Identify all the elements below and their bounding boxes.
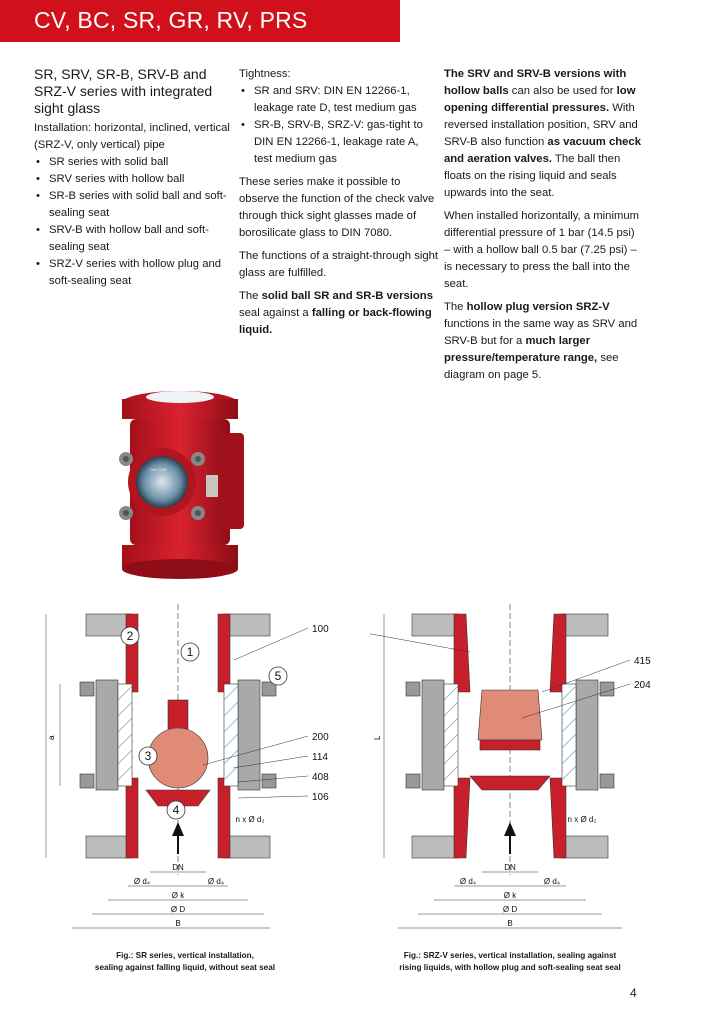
list-item: SR-B, SRV-B, SRZ-V: gas-tight to DIN EN … xyxy=(239,117,439,168)
figure-caption-2: Fig.: SRZ-V series, vertical installatio… xyxy=(399,951,621,972)
dim-k: Ø k xyxy=(172,891,185,900)
list-item: SRZ-V series with hollow plug and soft-s… xyxy=(34,256,234,290)
ref-100: 100 xyxy=(312,624,329,635)
page-header: CV, BC, SR, GR, RV, PRS xyxy=(0,0,400,42)
callout-5: 5 xyxy=(275,669,282,683)
callout-4-marker xyxy=(166,800,186,820)
dim-D: Ø D xyxy=(503,905,517,914)
figure-caption-1: Fig.: SR series, vertical installation, … xyxy=(94,951,276,972)
column-3: The SRV and SRV-B versions with hollow b… xyxy=(444,66,644,390)
paragraph: The solid ball SR and SR-B versions seal… xyxy=(239,290,433,336)
dim-L: L xyxy=(373,735,382,740)
list-item: SR-B series with solid ball and soft-sea… xyxy=(34,188,234,222)
paragraph: These series make it possible to observe… xyxy=(239,176,435,239)
dim-D: Ø D xyxy=(171,905,185,914)
photo-plate-text: DIN 7080 xyxy=(150,467,168,472)
ref-408: 408 xyxy=(312,772,329,783)
dim-a: a xyxy=(47,735,56,740)
ref-204: 204 xyxy=(634,680,651,691)
paragraph: The SRV and SRV-B versions with hollow b… xyxy=(444,68,641,199)
callout-4: 4 xyxy=(173,803,180,817)
installation-text: Installation: horizontal, inclined, vert… xyxy=(34,122,230,151)
dim-d4-right: Ø d₄ xyxy=(544,877,560,886)
list-item: SRV series with hollow ball xyxy=(34,171,234,188)
series-list: SR series with solid ball SRV series wit… xyxy=(34,154,234,290)
diagram-srz-v-series: 415 204 L DN Ø d₄ Ø d₄ Ø k Ø D B n x Ø d… xyxy=(337,600,670,940)
callout-3-marker xyxy=(138,746,158,766)
page-title: CV, BC, SR, GR, RV, PRS xyxy=(34,7,308,33)
dim-d4-left: Ø d₄ xyxy=(460,877,476,886)
list-item: SRV-B with hollow ball and soft-sealing … xyxy=(34,222,234,256)
ref-106: 106 xyxy=(312,792,329,803)
list-item: SR series with solid ball xyxy=(34,154,234,171)
diagram-sr-series: 1 2 3 4 5 100 200 114 408 106 a xyxy=(38,600,338,940)
callout-2-marker xyxy=(120,626,140,646)
page-number: 4 xyxy=(630,986,637,1000)
callout-3: 3 xyxy=(145,749,152,763)
dim-B: B xyxy=(507,919,512,928)
section-heading: SR, SRV, SR-B, SRV-B and SRZ-V series wi… xyxy=(34,66,213,116)
callout-2: 2 xyxy=(127,629,134,643)
dim-nd2: n x Ø d₂ xyxy=(568,815,597,824)
dim-B: B xyxy=(175,919,180,928)
dim-d4-right: Ø d₄ xyxy=(208,877,224,886)
paragraph: The hollow plug version SRZ-V functions … xyxy=(444,301,638,381)
list-item: SR and SRV: DIN EN 12266-1, leakage rate… xyxy=(239,83,439,117)
ref-200: 200 xyxy=(312,732,329,743)
column-2: Tightness: SR and SRV: DIN EN 12266-1, l… xyxy=(239,66,439,345)
dim-nd2: n x Ø d₂ xyxy=(236,815,265,824)
ref-415: 415 xyxy=(634,656,651,667)
callout-1-marker xyxy=(180,642,200,662)
paragraph: The functions of a straight-through sigh… xyxy=(239,250,439,279)
callout-5-marker xyxy=(268,666,288,686)
dim-dn: DN xyxy=(172,863,184,872)
ref-114: 114 xyxy=(312,752,328,763)
tightness-label: Tightness: xyxy=(239,68,291,80)
dim-dn: DN xyxy=(504,863,516,872)
column-1: SR, SRV, SR-B, SRV-B and SRZ-V series wi… xyxy=(34,66,234,290)
product-photo: DIN 7080 xyxy=(100,385,260,585)
dim-d4-left: Ø d₄ xyxy=(134,877,150,886)
callout-1: 1 xyxy=(187,645,194,659)
paragraph: When installed horizontally, a minimum d… xyxy=(444,210,640,290)
dim-k: Ø k xyxy=(504,891,517,900)
tightness-list: SR and SRV: DIN EN 12266-1, leakage rate… xyxy=(239,83,439,168)
